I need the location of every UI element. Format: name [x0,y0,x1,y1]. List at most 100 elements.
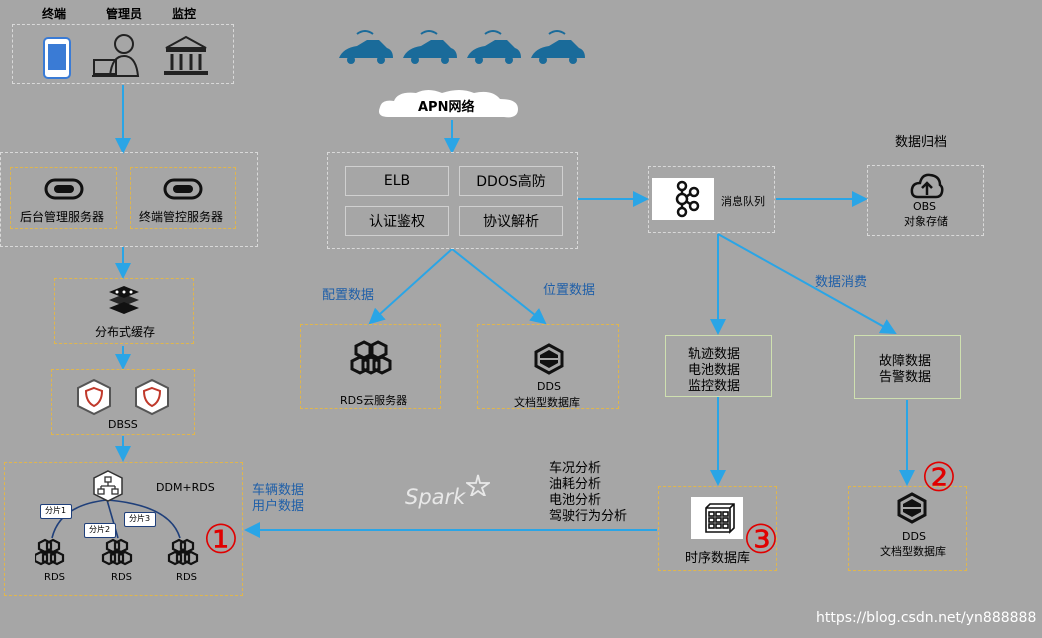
car-icon [531,40,585,64]
tsdb-label: 时序数据库 [685,551,751,566]
terminal-label: 终端 [42,7,67,21]
user-data-label: 用户数据 [252,499,305,514]
auth-cell: 认证鉴权 [345,206,449,236]
location-data-label: 位置数据 [543,283,596,298]
monitor-label: 监控 [172,7,197,21]
dds-mid-name: DDS [537,380,561,393]
car-icon [339,40,393,64]
phone-icon [43,37,71,79]
fault-data-line: 故障数据 [879,354,932,369]
tsdb-grid-icon [705,503,735,534]
ddm-title: DDM+RDS [156,481,215,494]
mq-icon-bg [652,178,714,220]
elb-cell: ELB [345,166,449,196]
cache-label: 分布式缓存 [95,325,156,339]
cache-stack-icon [109,286,139,314]
terminal-ctrl-server-label: 终端管控服务器 [139,210,224,224]
dbss-label: DBSS [108,418,138,431]
arrow-gateway-to-dds [451,248,547,325]
mq-label: 消息队列 [721,195,765,208]
dds-hex-icon [534,343,564,375]
rds-hex-icon [35,538,65,566]
shard-tag [124,512,156,527]
spark-logo: Spark [405,485,466,509]
analysis-item: 驾驶行为分析 [549,509,628,524]
rds-hex-icon [167,538,199,566]
watermark: https://blog.csdn.net/yn888888 [816,610,1037,626]
ddos-cell: DDOS高防 [459,166,563,196]
shard-tag [40,504,72,519]
ddm-hierarchy-icon [93,470,123,502]
config-data-label: 配置数据 [322,288,375,303]
rds-hex-icon [350,340,392,375]
rds-label: RDS [111,572,132,583]
track-data-box [665,335,772,397]
car-icon [467,40,521,64]
data-consume-label: 数据消费 [815,275,868,290]
dds-mid-desc: 文档型数据库 [514,396,580,409]
tsdb-box [658,486,777,571]
cloud-upload-icon [910,173,944,199]
ddm-box [4,462,243,596]
marker-2: ② [921,455,957,501]
admin-icon [92,34,140,77]
vehicle-data-label: 车辆数据 [252,483,305,498]
shard-tag [84,523,116,538]
analysis-item: 电池分析 [549,493,602,508]
obs-desc: 对象存储 [904,215,948,228]
admin-label: 管理员 [106,7,143,21]
mq-group [648,166,775,233]
tree-branch-3 [106,499,181,539]
arrow-mq-to-fault [717,233,897,334]
alarm-data-line: 告警数据 [879,370,932,385]
rds-label: RDS [44,572,65,583]
cars-row [339,30,585,64]
rds-cloud-label: RDS云服务器 [340,394,408,407]
shield-icon [135,378,169,416]
archive-title: 数据归档 [895,135,948,150]
dds-mid-box [477,324,619,409]
backend-server-label: 后台管理服务器 [20,210,105,224]
marker-1: ① [203,517,239,563]
dbss-box [51,369,195,435]
cache-box [54,278,194,344]
spark-star-icon [466,474,490,496]
apn-label: APN网络 [418,100,475,115]
obs-group [867,165,984,236]
shard-label: 分片3 [129,514,151,523]
rds-cloud-box [300,324,441,409]
dds-hex-icon [897,492,927,524]
server-icon [163,178,203,200]
dds-right-box [848,486,967,571]
cloud-icon [379,90,518,118]
fault-data-box [854,335,961,399]
rds-label: RDS [176,572,197,583]
monitor-data-line: 监控数据 [688,379,741,394]
tree-branch-2 [106,499,119,539]
rds-hex-row [35,538,199,566]
shield-icon [77,378,111,416]
monitor-building-icon [164,35,208,75]
gateway-group [327,152,578,249]
obs-name: OBS [913,200,936,213]
marker-3: ③ [743,517,779,563]
dds-right-desc: 文档型数据库 [880,545,946,558]
kafka-icon [675,180,700,218]
analysis-item: 油耗分析 [549,477,602,492]
dds-right-name: DDS [902,530,926,543]
backend-server-box [10,167,117,229]
server-icon [44,178,84,200]
protocol-cell: 协议解析 [459,206,563,236]
track-data-line: 轨迹数据 [688,347,741,362]
shard-label: 分片1 [45,506,67,515]
shard-label: 分片2 [89,525,111,534]
terminal-ctrl-server-box [130,167,236,229]
servers-group [0,152,258,247]
users-group [12,24,234,84]
arrow-gateway-to-rds [368,248,453,325]
rds-hex-icon [101,538,133,566]
battery-data-line: 电池数据 [688,363,741,378]
car-icon [403,40,457,64]
analysis-item: 车况分析 [549,461,602,476]
